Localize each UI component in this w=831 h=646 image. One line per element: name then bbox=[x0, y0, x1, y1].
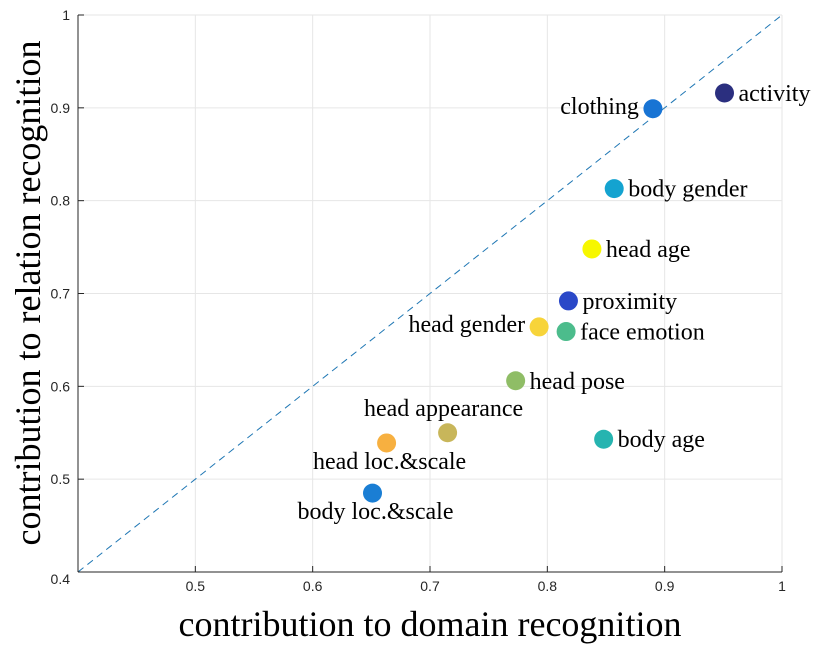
data-point bbox=[506, 371, 526, 391]
point-label: head age bbox=[606, 237, 691, 263]
data-point bbox=[594, 429, 614, 449]
point-label: head loc.&scale bbox=[313, 449, 466, 475]
data-point bbox=[715, 83, 735, 103]
x-tick-label: 0.9 bbox=[655, 578, 675, 594]
x-axis-label: contribution to domain recognition bbox=[179, 604, 682, 644]
x-tick-label: 0.5 bbox=[186, 578, 206, 594]
data-point bbox=[604, 179, 624, 199]
point-label: body gender bbox=[628, 177, 747, 203]
x-tick-labels: 0.5 0.6 0.7 0.8 0.9 1 bbox=[186, 578, 787, 594]
diagonal-reference-line bbox=[77, 14, 783, 573]
data-point bbox=[363, 483, 383, 503]
point-label: proximity bbox=[582, 289, 677, 315]
data-point bbox=[558, 291, 578, 311]
data-points bbox=[363, 83, 735, 503]
y-tick-label: 0.9 bbox=[51, 100, 71, 116]
x-tick-label: 0.6 bbox=[303, 578, 323, 594]
y-tick-label: 0.6 bbox=[51, 378, 71, 394]
point-label: activity bbox=[739, 81, 811, 107]
data-point bbox=[556, 322, 576, 342]
y-tick-label: 0.5 bbox=[51, 471, 71, 487]
y-tick-label: 1 bbox=[62, 7, 70, 23]
y-tick-label: 0.8 bbox=[51, 193, 71, 209]
data-point bbox=[377, 433, 397, 453]
point-label: head appearance bbox=[364, 396, 523, 422]
y-axis-label: contribution to relation recognition bbox=[8, 41, 48, 546]
data-point bbox=[529, 317, 549, 337]
point-label: body loc.&scale bbox=[298, 499, 454, 525]
x-tick-label: 0.8 bbox=[538, 578, 558, 594]
y-tick-label: 0.4 bbox=[51, 571, 71, 587]
x-tick-label: 0.7 bbox=[420, 578, 440, 594]
data-point bbox=[582, 239, 602, 259]
point-labels: activity clothing body gender head age proxi… bbox=[298, 81, 811, 525]
point-label: body age bbox=[618, 427, 705, 453]
y-tick-label: 0.7 bbox=[51, 286, 71, 302]
point-label: head gender bbox=[409, 312, 526, 338]
point-label: face emotion bbox=[580, 320, 705, 346]
data-point bbox=[438, 423, 458, 443]
y-tick-labels: 0.4 0.5 0.6 0.7 0.8 0.9 1 bbox=[51, 7, 71, 587]
axes bbox=[77, 14, 783, 573]
x-tick-label: 1 bbox=[778, 578, 786, 594]
data-point bbox=[643, 99, 663, 119]
point-label: head pose bbox=[530, 369, 625, 395]
point-label: clothing bbox=[560, 94, 639, 120]
